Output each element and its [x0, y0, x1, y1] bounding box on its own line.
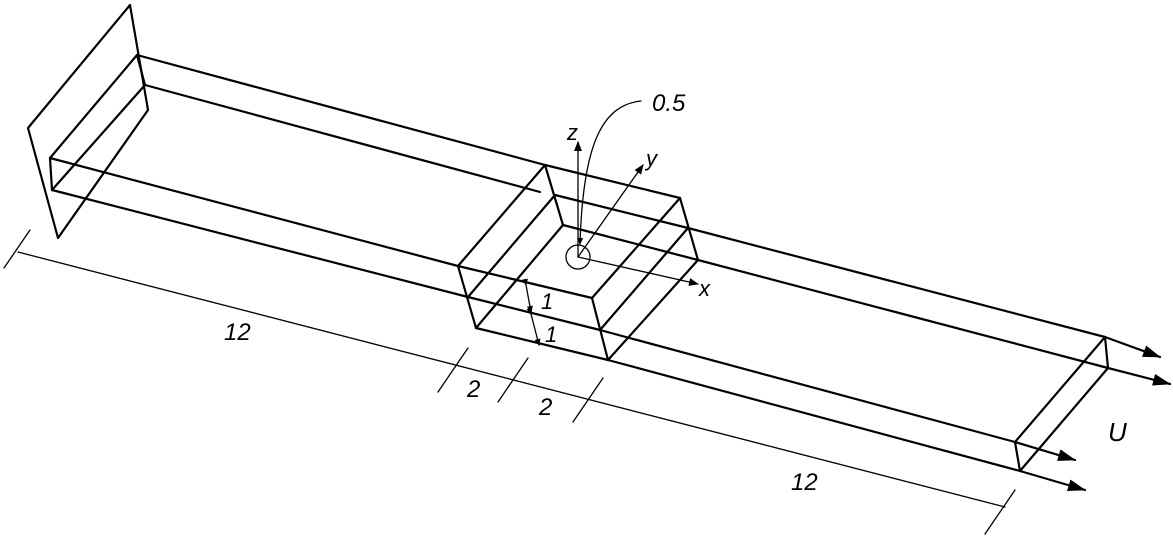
height-label-upper: 1 — [541, 289, 553, 314]
y-axis-label: y — [644, 146, 659, 171]
upstream-length-label: 12 — [224, 319, 251, 346]
radius-label: 0.5 — [652, 90, 686, 117]
upstream-channel — [48, 53, 547, 299]
radius-leader — [577, 100, 642, 245]
downstream-length-label: 12 — [791, 469, 818, 496]
downstream-channel — [598, 226, 1110, 473]
block-left-width-label: 2 — [466, 376, 480, 403]
z-axis-label: z — [566, 120, 578, 145]
velocity-arrows — [1013, 335, 1172, 492]
height-dimensions — [521, 278, 541, 346]
length-dimensions — [3, 229, 1016, 535]
height-label-lower: 1 — [545, 322, 557, 347]
y-axis — [577, 164, 644, 258]
inlet-plate — [26, 3, 150, 240]
velocity-label: U — [1108, 417, 1127, 447]
x-axis — [577, 256, 699, 286]
coordinate-axes — [574, 141, 699, 286]
outlet-section — [1013, 335, 1110, 473]
x-axis-label: x — [698, 276, 711, 301]
block-right-width-label: 2 — [538, 394, 552, 421]
